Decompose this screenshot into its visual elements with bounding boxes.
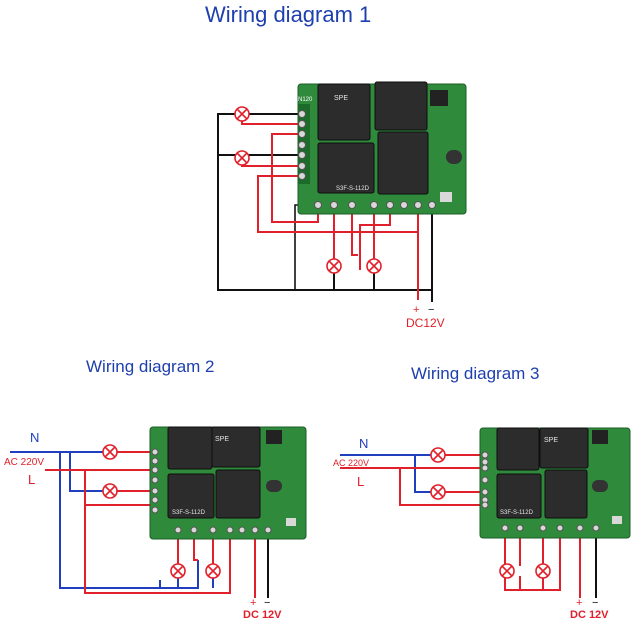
d3-plus-label: + <box>576 597 582 609</box>
d2-red-wire-main <box>45 469 231 594</box>
d1-relay-brand: SPE <box>334 95 348 102</box>
d1-lamp-icon-3 <box>326 258 342 274</box>
d3-ac-label: AC 220V <box>333 458 369 468</box>
d2-lamp-icon-3 <box>170 563 186 579</box>
d1-board-label: KN120 <box>294 97 313 103</box>
d1-black-wire-bottom <box>294 204 330 290</box>
d1-minus-label: − <box>428 304 434 316</box>
d1-relay-model: S3F-S-112D <box>336 186 370 192</box>
d2-lamp-icon-2 <box>102 483 118 499</box>
d2-lamp-icon-4 <box>205 563 221 579</box>
d2-plus-label: + <box>250 597 256 609</box>
d3-lamp-icon-1 <box>430 447 446 463</box>
diagram-2-title: Wiring diagram 2 <box>86 357 215 376</box>
d1-red-wire-1 <box>241 114 305 125</box>
d3-red-wire-1 <box>340 467 485 506</box>
d2-n-label: N <box>30 430 39 445</box>
d1-relay-1 <box>317 83 371 141</box>
d2-relay-model: S3F-S-112D <box>172 510 206 516</box>
d1-lamp-icon-1 <box>234 106 250 122</box>
d3-lamp-icon-3 <box>499 563 515 579</box>
d1-lamp-icon-4 <box>366 258 382 274</box>
d2-lamp-icon-1 <box>102 444 118 460</box>
d1-red-wire-3 <box>241 155 305 167</box>
d1-relay-4 <box>377 131 429 195</box>
d2-relay-board: SPE S3F-S-112D <box>149 426 307 540</box>
d1-red-wire-8 <box>359 205 391 270</box>
d1-plus-label: + <box>413 304 419 316</box>
d1-relay-3 <box>317 142 375 194</box>
d2-power-label: DC 12V <box>243 609 282 621</box>
d1-red-wire-4 <box>257 175 419 300</box>
d3-red-wire-5 <box>504 528 561 591</box>
d3-lamp-icon-2 <box>430 484 446 500</box>
d3-lamp-icon-4 <box>535 563 551 579</box>
diagram-3: N AC 220V L <box>333 427 631 621</box>
d2-ac-label: AC 220V <box>4 457 44 468</box>
d1-red-wire-2 <box>271 133 319 223</box>
d1-relay-2 <box>374 81 428 131</box>
d3-relay-model: S3F-S-112D <box>500 510 534 516</box>
d3-relay-board: SPE S3F-S-112D <box>479 427 631 539</box>
diagram-1-title: Wiring diagram 1 <box>205 2 372 27</box>
d2-blue-wire-2 <box>69 452 110 492</box>
diagram-3-title: Wiring diagram 3 <box>411 364 540 383</box>
diagram-2: N AC 220V L <box>4 426 307 621</box>
d3-l-label: L <box>357 474 364 489</box>
d1-power-label: DC12V <box>406 316 445 330</box>
d2-relay-brand: SPE <box>215 436 229 443</box>
d1-red-wire-6 <box>351 205 358 256</box>
d3-relay-brand: SPE <box>544 437 558 444</box>
diagram-1: SPE S3F-S-112D KN120 + − DC12V <box>217 81 467 330</box>
d1-lamp-icon-2 <box>234 150 250 166</box>
d3-minus-label: − <box>592 597 598 609</box>
d1-relay-board: SPE S3F-S-112D KN120 <box>294 81 467 215</box>
d3-power-label: DC 12V <box>570 609 609 621</box>
d2-blue-wire-4 <box>60 580 161 589</box>
d3-n-label: N <box>359 436 368 451</box>
d2-red-wire-6 <box>193 530 198 561</box>
d3-blue-wire-1 <box>340 454 438 493</box>
d2-l-label: L <box>28 472 35 487</box>
d2-minus-label: − <box>264 597 270 609</box>
